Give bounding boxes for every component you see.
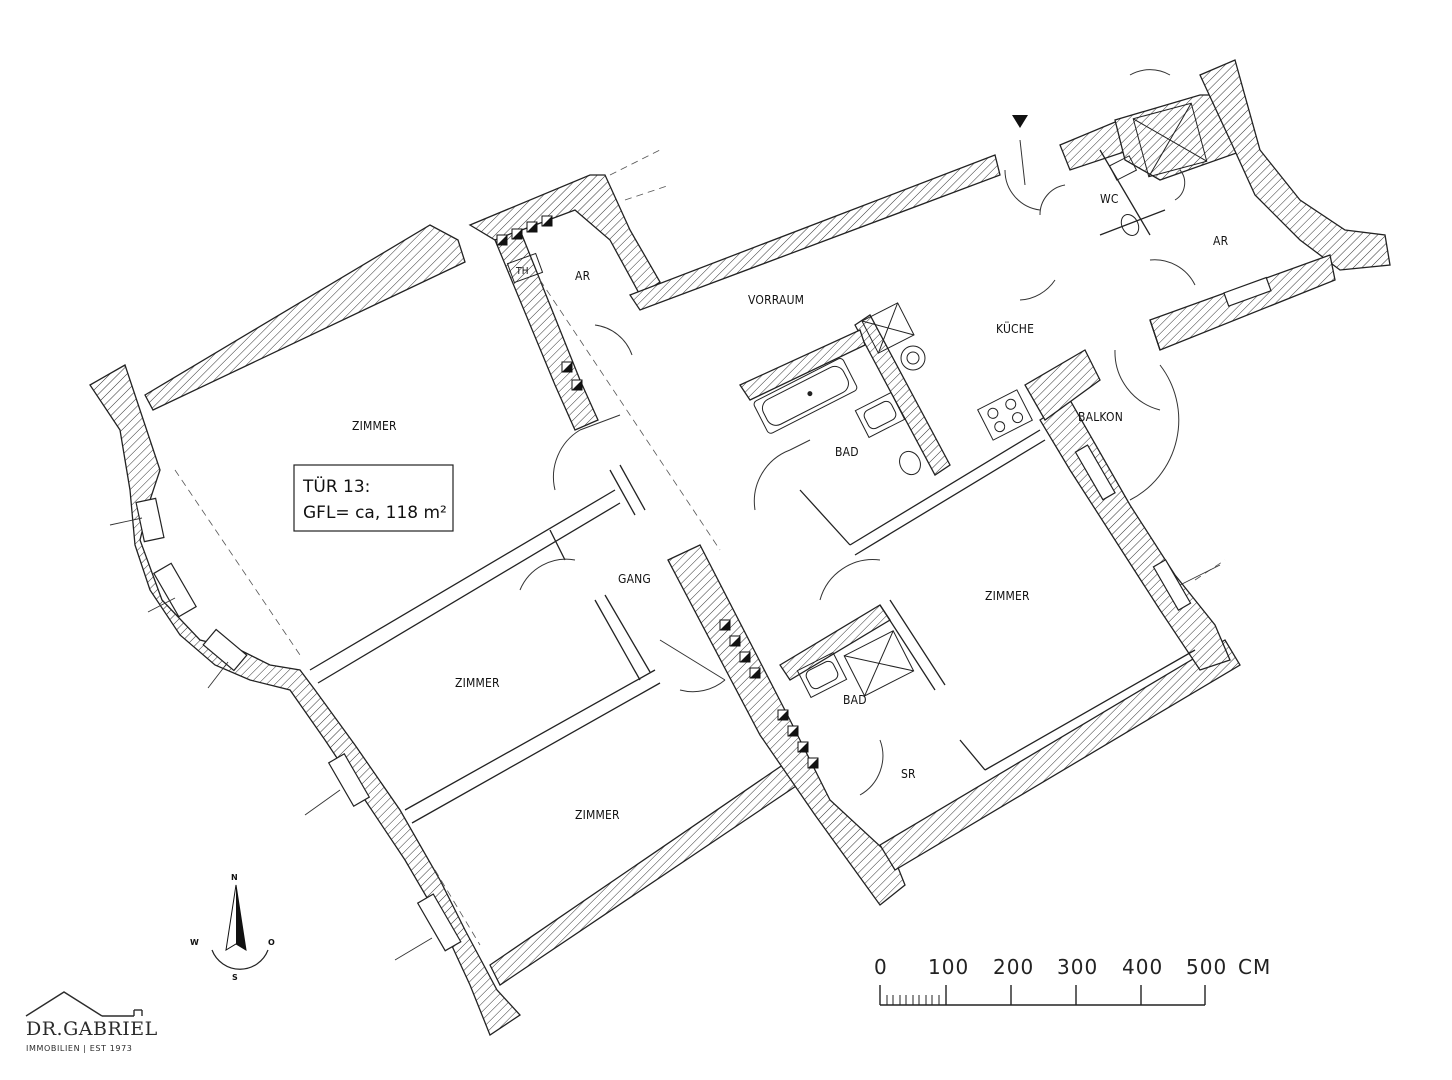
scale-bar: 0 100 200 300 400 500 CM	[874, 955, 1271, 1006]
room-label-ar-right: AR	[1213, 234, 1229, 248]
scale-unit: CM	[1238, 955, 1271, 979]
interior-walls	[309, 149, 1196, 824]
scale-label-300: 300	[1057, 955, 1098, 979]
room-label-zimmer-large: ZIMMER	[352, 419, 397, 433]
scale-label-0: 0	[874, 955, 888, 979]
room-label-bad-lower: BAD	[843, 693, 867, 707]
elevator-shaft	[1132, 102, 1208, 178]
room-label-vorraum: VORRAUM	[748, 293, 804, 307]
chimney-flue-marks	[497, 216, 818, 768]
unit-info-line2: GFL= ca, 118 m²	[303, 503, 447, 523]
compass-north: N	[231, 873, 238, 882]
room-label-zimmer-right: ZIMMER	[985, 589, 1030, 603]
room-label-balkon: BALKON	[1078, 410, 1123, 424]
bathtub	[753, 358, 858, 434]
room-label-zimmer-lower: ZIMMER	[575, 808, 620, 822]
scale-label-100: 100	[928, 955, 969, 979]
shower-tray	[861, 302, 915, 354]
entrance-arrow-icon	[1012, 115, 1028, 128]
brand-logo: DR.GABRIEL IMMOBILIEN | EST 1973	[24, 990, 174, 1060]
scale-label-200: 200	[993, 955, 1034, 979]
unit-info-box: TÜR 13: GFL= ca, 118 m²	[293, 464, 454, 532]
scale-label-500: 500	[1186, 955, 1227, 979]
dashed-lines	[174, 149, 1226, 946]
compass-west: W	[190, 938, 199, 947]
brand-name: DR.GABRIEL	[26, 1018, 158, 1040]
door-swings	[519, 69, 1196, 796]
washbasin-upper	[854, 391, 906, 439]
brand-tagline: IMMOBILIEN | EST 1973	[26, 1044, 133, 1053]
compass: N W O S	[190, 873, 275, 982]
room-label-sr: SR	[901, 767, 916, 781]
scale-label-400: 400	[1122, 955, 1163, 979]
room-label-th: TH	[515, 266, 529, 277]
room-label-bad-upper: BAD	[835, 445, 859, 459]
house-roof-icon	[25, 991, 143, 1017]
compass-south: S	[232, 973, 238, 982]
unit-info-line1: TÜR 13:	[302, 475, 370, 497]
sill-lines	[109, 517, 1221, 961]
fixtures	[506, 102, 1208, 699]
walls	[89, 59, 1391, 1036]
cooktop	[977, 389, 1033, 441]
room-label-zimmer-middle: ZIMMER	[455, 676, 500, 690]
room-label-gang: GANG	[618, 572, 651, 586]
room-label-ar-left: AR	[575, 269, 591, 283]
room-label-kueche: KÜCHE	[996, 320, 1034, 336]
shower-lower	[843, 630, 915, 697]
room-label-wc: WC	[1100, 192, 1119, 206]
washbasin-lower	[796, 651, 848, 699]
room-labels: ZIMMER ZIMMER ZIMMER ZIMMER GANG VORRAUM…	[352, 192, 1229, 822]
compass-east: O	[268, 938, 275, 947]
windows	[135, 276, 1272, 952]
